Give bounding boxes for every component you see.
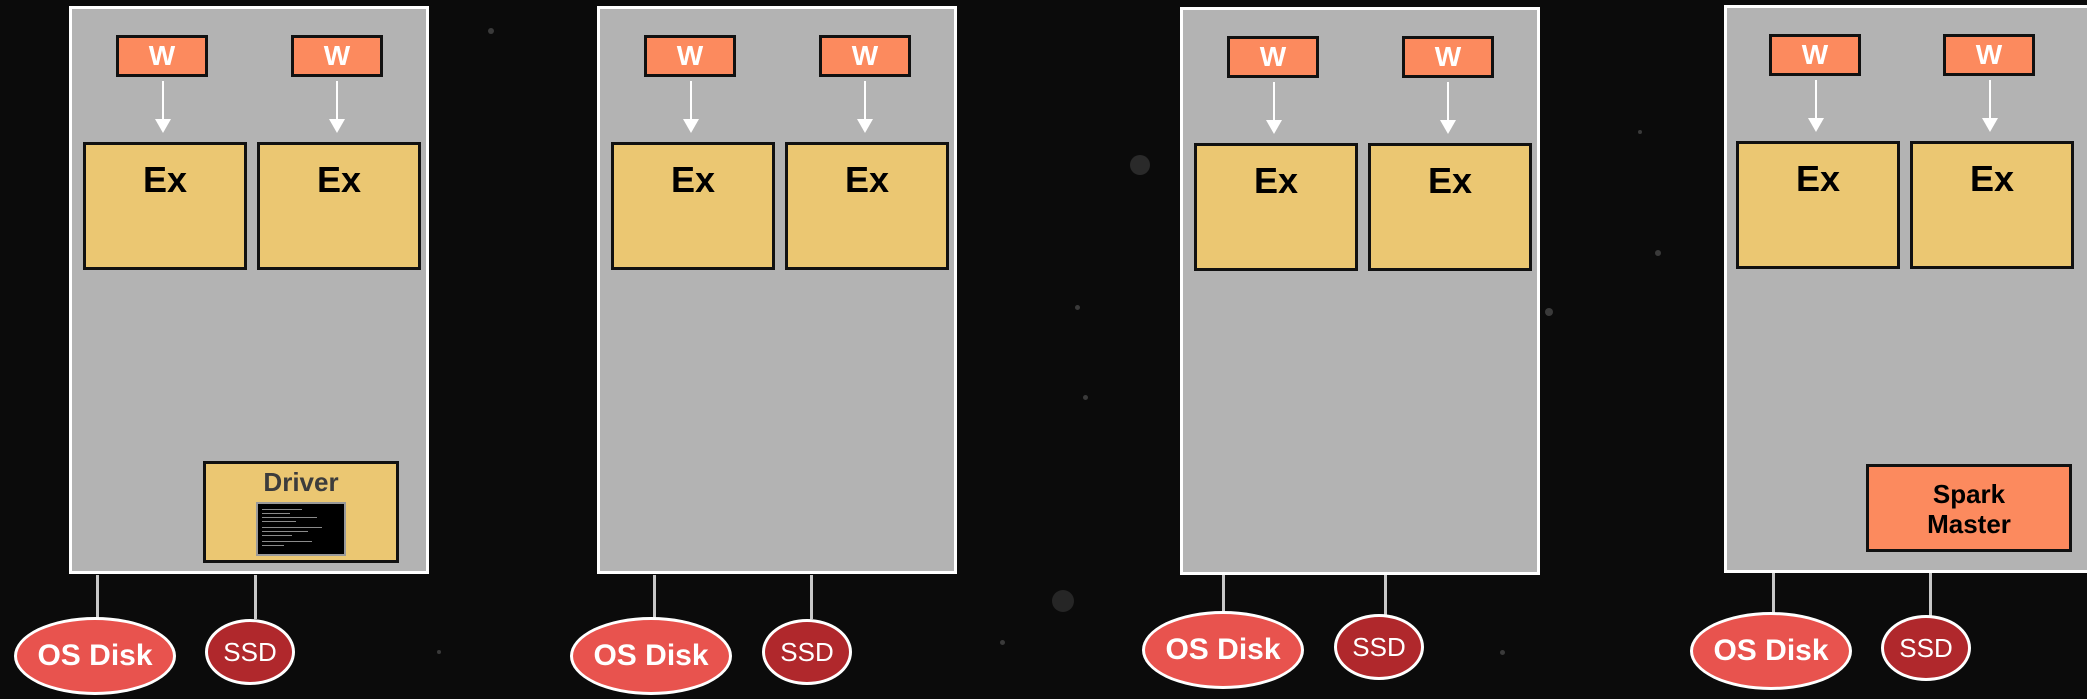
ssd-connector (1929, 573, 1932, 617)
os-disk-connector (96, 575, 99, 619)
executor-box: Ex (1736, 141, 1900, 269)
background-speck (1545, 308, 1553, 316)
cluster-node-1: W W Ex Ex Driver (69, 6, 429, 574)
background-speck (1130, 155, 1150, 175)
driver-label: Driver (263, 467, 339, 497)
worker-to-executor-arrow (683, 81, 699, 133)
worker-to-executor-arrow (1266, 82, 1282, 134)
os-disk-connector (1222, 575, 1225, 619)
worker-to-executor-arrow (1808, 80, 1824, 132)
worker-box: W (1769, 34, 1861, 76)
ssd-connector (254, 575, 257, 619)
executor-box: Ex (257, 142, 421, 270)
cluster-node-4: W W Ex Ex Spark Master (1724, 5, 2087, 573)
ssd-connector (1384, 575, 1387, 619)
driver-box: Driver (203, 461, 399, 563)
worker-box: W (1227, 36, 1319, 78)
executor-box: Ex (611, 142, 775, 270)
executor-box: Ex (83, 142, 247, 270)
ssd-disk: SSD (1334, 614, 1424, 680)
background-speck (1052, 590, 1074, 612)
worker-box: W (1402, 36, 1494, 78)
os-disk-connector (1772, 573, 1775, 617)
background-speck (1075, 305, 1080, 310)
cluster-node-2: W W Ex Ex (597, 6, 957, 574)
ssd-disk: SSD (205, 619, 295, 685)
os-disk: OS Disk (1142, 611, 1304, 689)
background-speck (1500, 650, 1505, 655)
ssd-disk: SSD (762, 619, 852, 685)
worker-box: W (291, 35, 383, 77)
worker-to-executor-arrow (329, 81, 345, 133)
background-speck (437, 650, 441, 654)
worker-box: W (116, 35, 208, 77)
os-disk: OS Disk (570, 617, 732, 695)
worker-box: W (819, 35, 911, 77)
worker-to-executor-arrow (155, 81, 171, 133)
background-speck (1638, 130, 1642, 134)
background-speck (488, 28, 494, 34)
terminal-screen (256, 502, 346, 556)
executor-box: Ex (785, 142, 949, 270)
spark-master-line2: Master (1927, 509, 2011, 539)
worker-to-executor-arrow (1440, 82, 1456, 134)
worker-to-executor-arrow (1982, 80, 1998, 132)
executor-box: Ex (1910, 141, 2074, 269)
ssd-disk: SSD (1881, 615, 1971, 681)
spark-master-box: Spark Master (1866, 464, 2072, 552)
background-speck (1655, 250, 1661, 256)
os-disk: OS Disk (14, 617, 176, 695)
spark-master-line1: Spark (1932, 479, 2006, 509)
worker-box: W (644, 35, 736, 77)
worker-box: W (1943, 34, 2035, 76)
worker-to-executor-arrow (857, 81, 873, 133)
os-disk-connector (653, 575, 656, 619)
ssd-connector (810, 575, 813, 619)
executor-box: Ex (1194, 143, 1358, 271)
executor-box: Ex (1368, 143, 1532, 271)
os-disk: OS Disk (1690, 612, 1852, 690)
background-speck (1083, 395, 1088, 400)
background-speck (1000, 640, 1005, 645)
cluster-node-3: W W Ex Ex (1180, 7, 1540, 575)
